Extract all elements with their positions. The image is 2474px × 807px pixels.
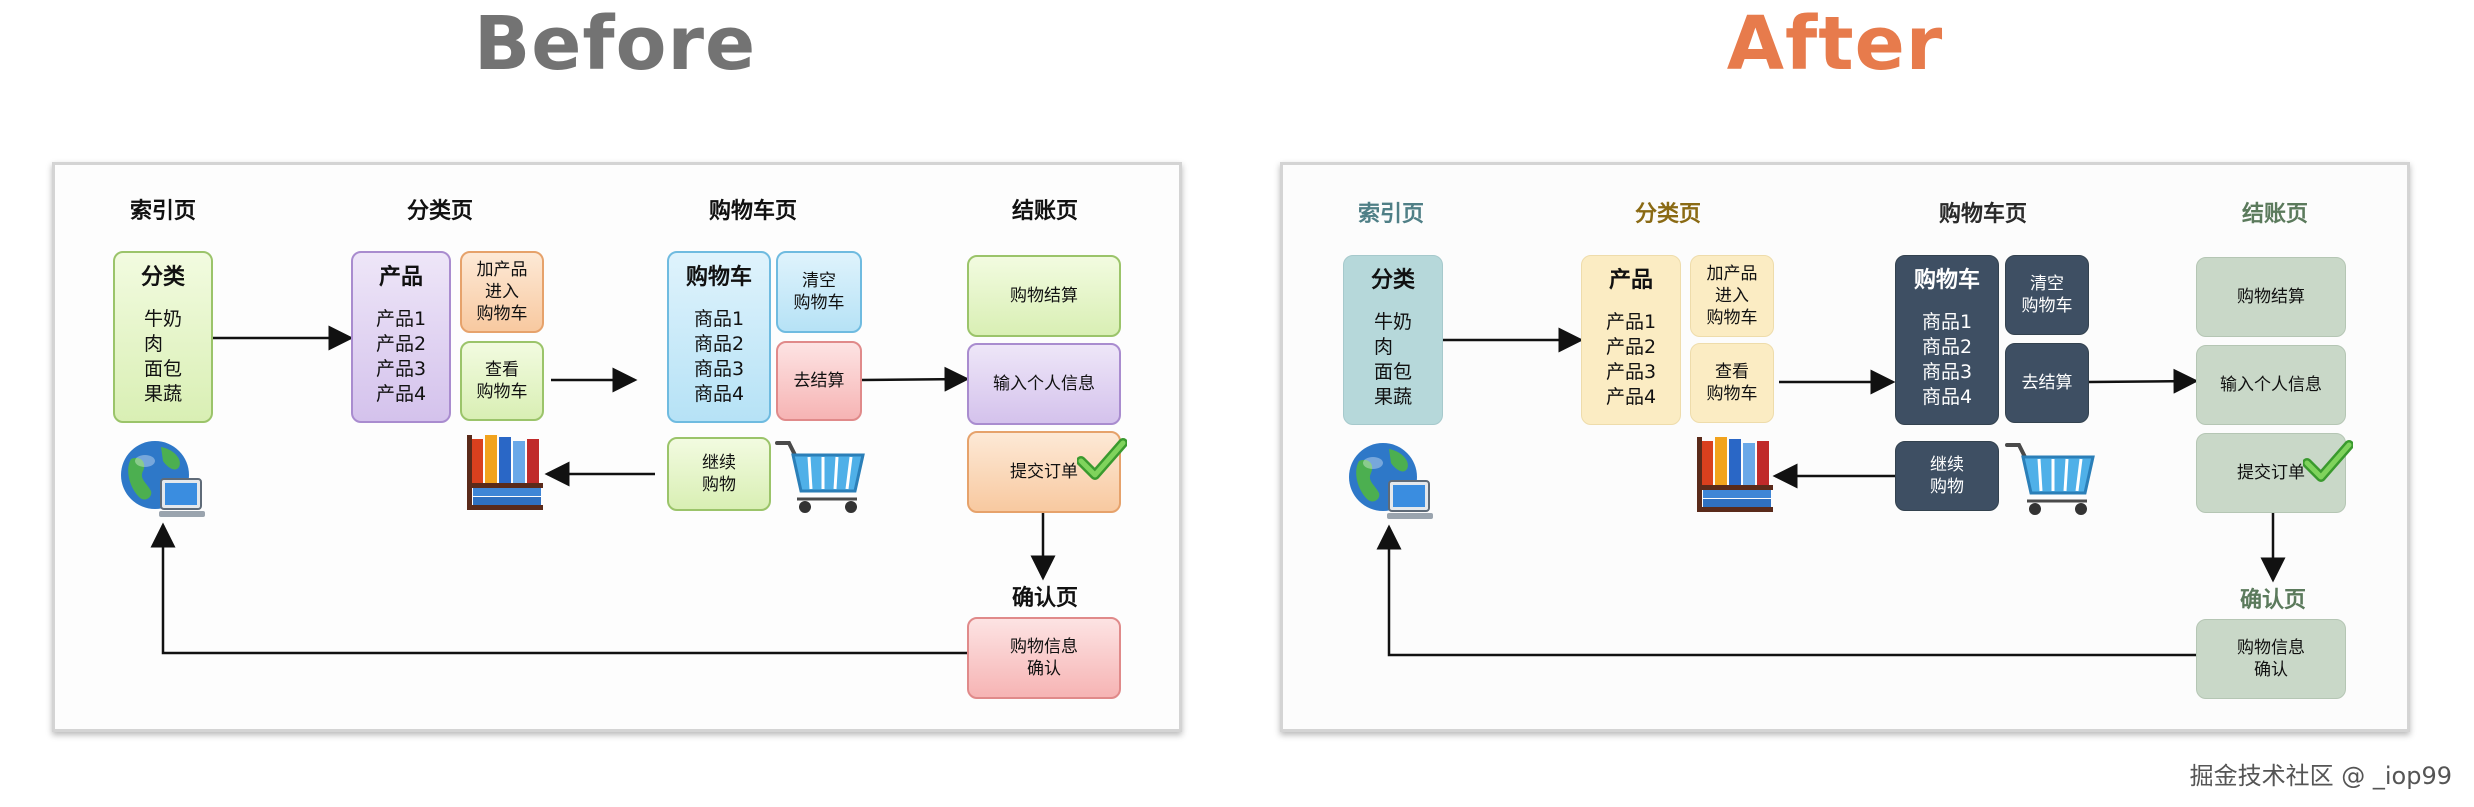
go-checkout-box: 去结算 [776,341,862,421]
category-box: 分类 牛奶 肉 面包 果蔬 [1343,255,1443,425]
cart-box: 购物车 商品1 商品2 商品3 商品4 [1895,255,1999,425]
view-cart-box: 查看 购物车 [1690,343,1774,423]
product-box: 产品 产品1 产品2 产品3 产品4 [1581,255,1681,425]
enter-info-label: 输入个人信息 [993,374,1095,394]
go-checkout-label: 去结算 [2021,373,2073,393]
col-title-checkout: 结账页 [1011,199,1078,224]
cart-checkout-label: 购物结算 [1010,286,1078,306]
before-diagram-panel: 索引页 分类页 购物车页 结账页 分类 牛奶 肉 面包 果蔬 产品 产品1 产品… [52,162,1182,732]
product-items: 产品1 产品2 产品3 产品4 [1605,311,1657,408]
view-cart-box: 查看 购物车 [460,341,544,421]
cart-title: 购物车 [1913,268,1980,293]
continue-shopping-box: 继续 购物 [667,437,771,511]
order-confirm-label: 购物信息 确认 [2237,638,2305,680]
cart-checkout-box: 购物结算 [967,255,1121,337]
continue-shopping-box: 继续 购物 [1895,441,1999,511]
product-title: 产品 [1608,268,1653,293]
arrow-confirm-to-index [1376,524,2196,657]
continue-shopping-label: 继续 购物 [702,453,736,495]
cart-checkout-label: 购物结算 [2237,287,2305,307]
checkmark-icon [2303,440,2353,482]
go-checkout-box: 去结算 [2005,343,2089,423]
add-to-cart-box: 加产品 进入 购物车 [1690,255,1774,337]
category-items: 牛奶 肉 面包 果蔬 [1373,311,1412,408]
checkmark-icon [1077,438,1127,480]
col-title-cart: 购物车页 [1938,202,2027,227]
cart-checkout-box: 购物结算 [2196,257,2346,337]
col-title-category: 分类页 [406,199,473,224]
enter-info-label: 输入个人信息 [2220,375,2322,395]
books-icon [1697,437,1773,512]
product-box: 产品 产品1 产品2 产品3 产品4 [351,251,451,423]
col-title-index: 索引页 [129,199,196,224]
after-title: After [1726,1,1944,87]
submit-order-label: 提交订单 [1010,462,1078,482]
arrow-checkout-to-info [860,366,970,392]
product-items: 产品1 产品2 产品3 产品4 [375,308,427,405]
col-title-cart: 购物车页 [708,199,797,224]
before-flow-arrows [150,325,1056,655]
clear-cart-box: 清空 购物车 [776,251,862,333]
confirm-page-title: 确认页 [1011,586,1078,611]
view-cart-label: 查看 购物车 [1706,362,1758,404]
confirm-page-title: 确认页 [2239,588,2306,613]
order-confirm-box: 购物信息 确认 [2196,619,2346,699]
books-icon [467,435,543,510]
arrow-confirm-to-index [150,522,967,655]
before-title: Before [473,1,757,87]
shopping-cart-icon [2005,443,2095,515]
col-title-index: 索引页 [1357,202,1424,227]
go-checkout-label: 去结算 [793,371,845,391]
after-flow-arrows [1376,327,2286,657]
enter-info-box: 输入个人信息 [967,343,1121,425]
clear-cart-label: 清空 购物车 [793,271,845,313]
submit-order-box: 提交订单 [2196,433,2346,513]
order-confirm-label: 购物信息 确认 [1010,637,1078,679]
clear-cart-label: 清空 购物车 [2021,274,2073,316]
after-diagram-panel: 索引页 分类页 购物车页 结账页 分类 牛奶 肉 面包 果蔬 产品 产品1 产品… [1280,162,2410,732]
product-title: 产品 [378,265,423,290]
cart-box: 购物车 商品1 商品2 商品3 商品4 [667,251,771,423]
category-items: 牛奶 肉 面包 果蔬 [143,308,182,405]
col-title-category: 分类页 [1634,202,1701,227]
shopping-cart-icon [775,441,865,513]
category-box: 分类 牛奶 肉 面包 果蔬 [113,251,213,423]
add-to-cart-label: 加产品 进入 购物车 [476,260,528,324]
globe-computer-icon [121,441,205,517]
cart-items: 商品1 商品2 商品3 商品4 [693,308,745,405]
submit-order-label: 提交订单 [2237,463,2305,483]
order-confirm-box: 购物信息 确认 [967,617,1121,699]
add-to-cart-label: 加产品 进入 购物车 [1706,264,1758,328]
category-title: 分类 [140,265,185,290]
add-to-cart-box: 加产品 进入 购物车 [460,251,544,333]
enter-info-box: 输入个人信息 [2196,345,2346,425]
cart-title: 购物车 [685,265,752,290]
category-title: 分类 [1370,268,1415,293]
globe-computer-icon [1349,443,1433,519]
cart-items: 商品1 商品2 商品3 商品4 [1921,311,1973,408]
continue-shopping-label: 继续 购物 [1930,455,1964,497]
arrow-checkout-to-info [2088,368,2199,394]
col-title-checkout: 结账页 [2241,202,2308,227]
clear-cart-box: 清空 购物车 [2005,255,2089,335]
watermark: 掘金技术社区 @ _iop99 [2189,762,2452,790]
view-cart-label: 查看 购物车 [476,360,528,402]
